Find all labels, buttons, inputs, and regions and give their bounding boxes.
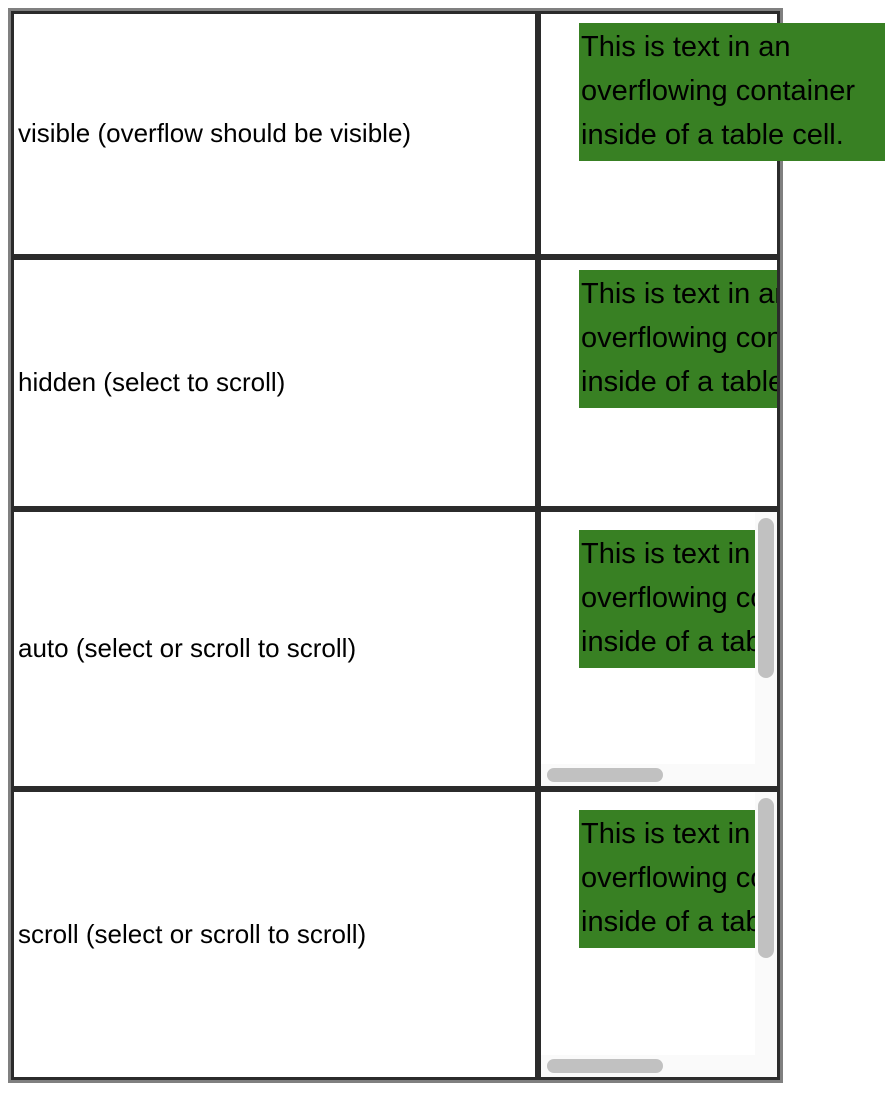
- row-label-visible: visible (overflow should be visible): [18, 118, 412, 149]
- row-label-cell-scroll: scroll (select or scroll to scroll): [11, 789, 538, 1080]
- horizontal-scrollbar-auto[interactable]: [541, 764, 755, 786]
- overflow-box-scroll: This is text in an overflowing container…: [579, 810, 777, 949]
- table-row-hidden: hidden (select to scroll) This is text i…: [11, 257, 780, 509]
- horizontal-scrollbar-thumb-auto[interactable]: [547, 768, 663, 782]
- horizontal-scrollbar-thumb-scroll[interactable]: [547, 1059, 663, 1073]
- row-demo-cell-hidden: This is text in an overflowing container…: [538, 257, 780, 509]
- table-row-auto: auto (select or scroll to scroll) This i…: [11, 509, 780, 789]
- overflow-viewport-auto-inner: This is text in an overflowing container…: [541, 512, 777, 786]
- overflow-demo-table-body: visible (overflow should be visible) Thi…: [11, 11, 885, 1080]
- overflow-viewport-scroll-inner: This is text in an overflowing container…: [541, 792, 777, 1077]
- row-label-hidden: hidden (select to scroll): [18, 367, 286, 398]
- vertical-scrollbar-auto[interactable]: [755, 512, 777, 786]
- overflow-viewport-hidden[interactable]: This is text in an overflowing container…: [541, 260, 777, 506]
- horizontal-scrollbar-scroll[interactable]: [541, 1055, 755, 1077]
- overflow-viewport-visible: This is text in an overflowing container…: [541, 14, 885, 254]
- row-demo-cell-auto: This is text in an overflowing container…: [538, 509, 780, 789]
- overflow-box-hidden: This is text in an overflowing container…: [579, 270, 777, 409]
- overflow-box-auto: This is text in an overflowing container…: [579, 530, 777, 669]
- vertical-scrollbar-thumb-auto[interactable]: [758, 518, 774, 678]
- row-label-auto: auto (select or scroll to scroll): [18, 633, 357, 664]
- row-demo-cell-visible: This is text in an overflowing container…: [538, 11, 885, 257]
- table-row-visible: visible (overflow should be visible) Thi…: [11, 11, 885, 257]
- overflow-demo-table: visible (overflow should be visible) Thi…: [8, 8, 885, 1083]
- overflow-box-visible: This is text in an overflowing container…: [579, 23, 885, 162]
- row-label-scroll: scroll (select or scroll to scroll): [18, 918, 367, 949]
- vertical-scrollbar-thumb-scroll[interactable]: [758, 798, 774, 958]
- row-demo-cell-scroll: This is text in an overflowing container…: [538, 789, 780, 1080]
- overflow-viewport-auto[interactable]: This is text in an overflowing container…: [541, 512, 777, 786]
- vertical-scrollbar-scroll[interactable]: [755, 792, 777, 1077]
- overflow-viewport-scroll[interactable]: This is text in an overflowing container…: [541, 792, 777, 1077]
- table-row-scroll: scroll (select or scroll to scroll) This…: [11, 789, 780, 1080]
- row-label-cell-auto: auto (select or scroll to scroll): [11, 509, 538, 789]
- row-label-cell-hidden: hidden (select to scroll): [11, 257, 538, 509]
- row-label-cell-visible: visible (overflow should be visible): [11, 11, 538, 257]
